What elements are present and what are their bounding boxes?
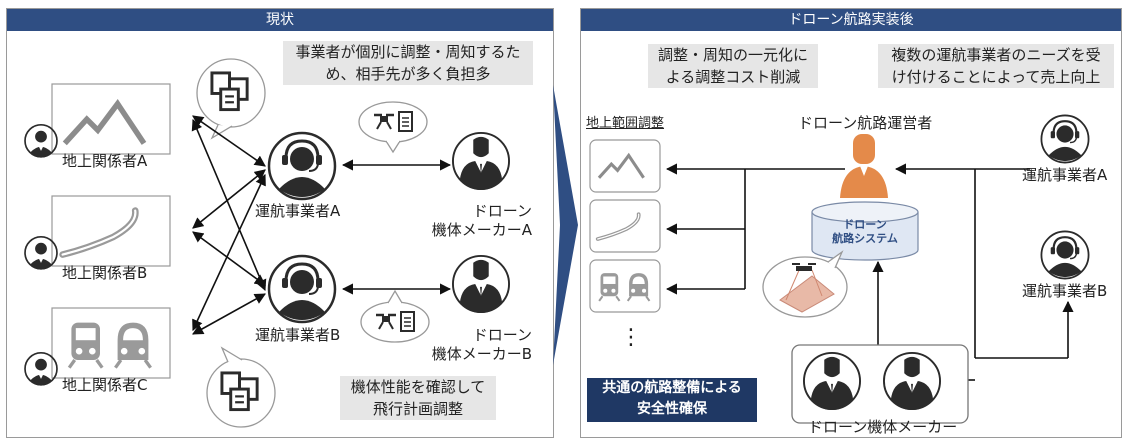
route-system-cylinder — [811, 201, 919, 261]
safety-highlight-box: 共通の航路整備による 安全性確保 — [587, 378, 757, 422]
bottom-flight-plan-note: 機体性能を確認して 飛行計画調整 — [340, 376, 496, 420]
stakeholder-b-label: 地上関係者B — [62, 264, 148, 282]
maker-b-label: ドローン 機体メーカーB — [431, 326, 532, 363]
ground-range-road-image — [589, 199, 661, 253]
right-operator-b-headset-icon — [1040, 230, 1090, 280]
operator-b-headset-icon — [267, 254, 337, 324]
after-implementation-header: ドローン航路実装後 — [581, 9, 1121, 31]
makers-group-label: ドローン機体メーカー — [808, 418, 958, 436]
sales-increase-note: 複数の運航事業者のニーズを受 け付けることによって売上向上 — [878, 44, 1114, 88]
maker-b-business-icon — [452, 254, 510, 314]
drone-map-bubble — [762, 250, 848, 318]
maker-a-label: ドローン 機体メーカーA — [431, 202, 532, 239]
ground-mountain-image — [51, 83, 171, 155]
bottom-drone-doc-bubble — [360, 289, 430, 343]
ground-range-title: 地上範囲調整 — [586, 116, 665, 131]
operator-b-label: 運航事業者B — [255, 326, 341, 344]
right-operator-a-headset-icon — [1040, 114, 1090, 164]
cost-reduction-note: 調整・周知の一元化に よる調整コスト削減 — [648, 44, 818, 88]
ground-range-arrows — [665, 163, 845, 295]
stakeholder-a-label: 地上関係者A — [62, 152, 148, 170]
maker-a-business-icon — [452, 131, 510, 191]
operator-a-label: 運航事業者A — [255, 202, 341, 220]
operator-a-headset-icon — [267, 131, 337, 201]
ground-road-image — [51, 195, 171, 267]
current-state-header: 現状 — [7, 9, 553, 31]
top-drone-doc-bubble — [358, 101, 428, 154]
ground-range-mountain-image — [589, 139, 661, 193]
operator-to-route-arrows — [894, 163, 1074, 381]
right-operator-b-label: 運航事業者B — [1022, 282, 1108, 300]
ground-range-train-image — [589, 259, 661, 313]
ground-range-ellipsis: ⋮ — [620, 325, 642, 350]
ground-train-image — [51, 307, 171, 379]
route-system-label: ドローン 航路システム — [832, 218, 898, 245]
route-operator-title: ドローン航路運営者 — [798, 114, 933, 132]
bottom-thought-bubble — [206, 346, 276, 428]
route-operator-person-icon — [840, 134, 888, 198]
stakeholder-c-label: 地上関係者C — [62, 376, 148, 394]
top-burden-note: 事業者が個別に調整・周知するた め、相手先が多く負担多 — [283, 41, 533, 85]
stakeholder-operator-arrows — [191, 115, 267, 335]
right-operator-a-label: 運航事業者A — [1022, 166, 1108, 184]
